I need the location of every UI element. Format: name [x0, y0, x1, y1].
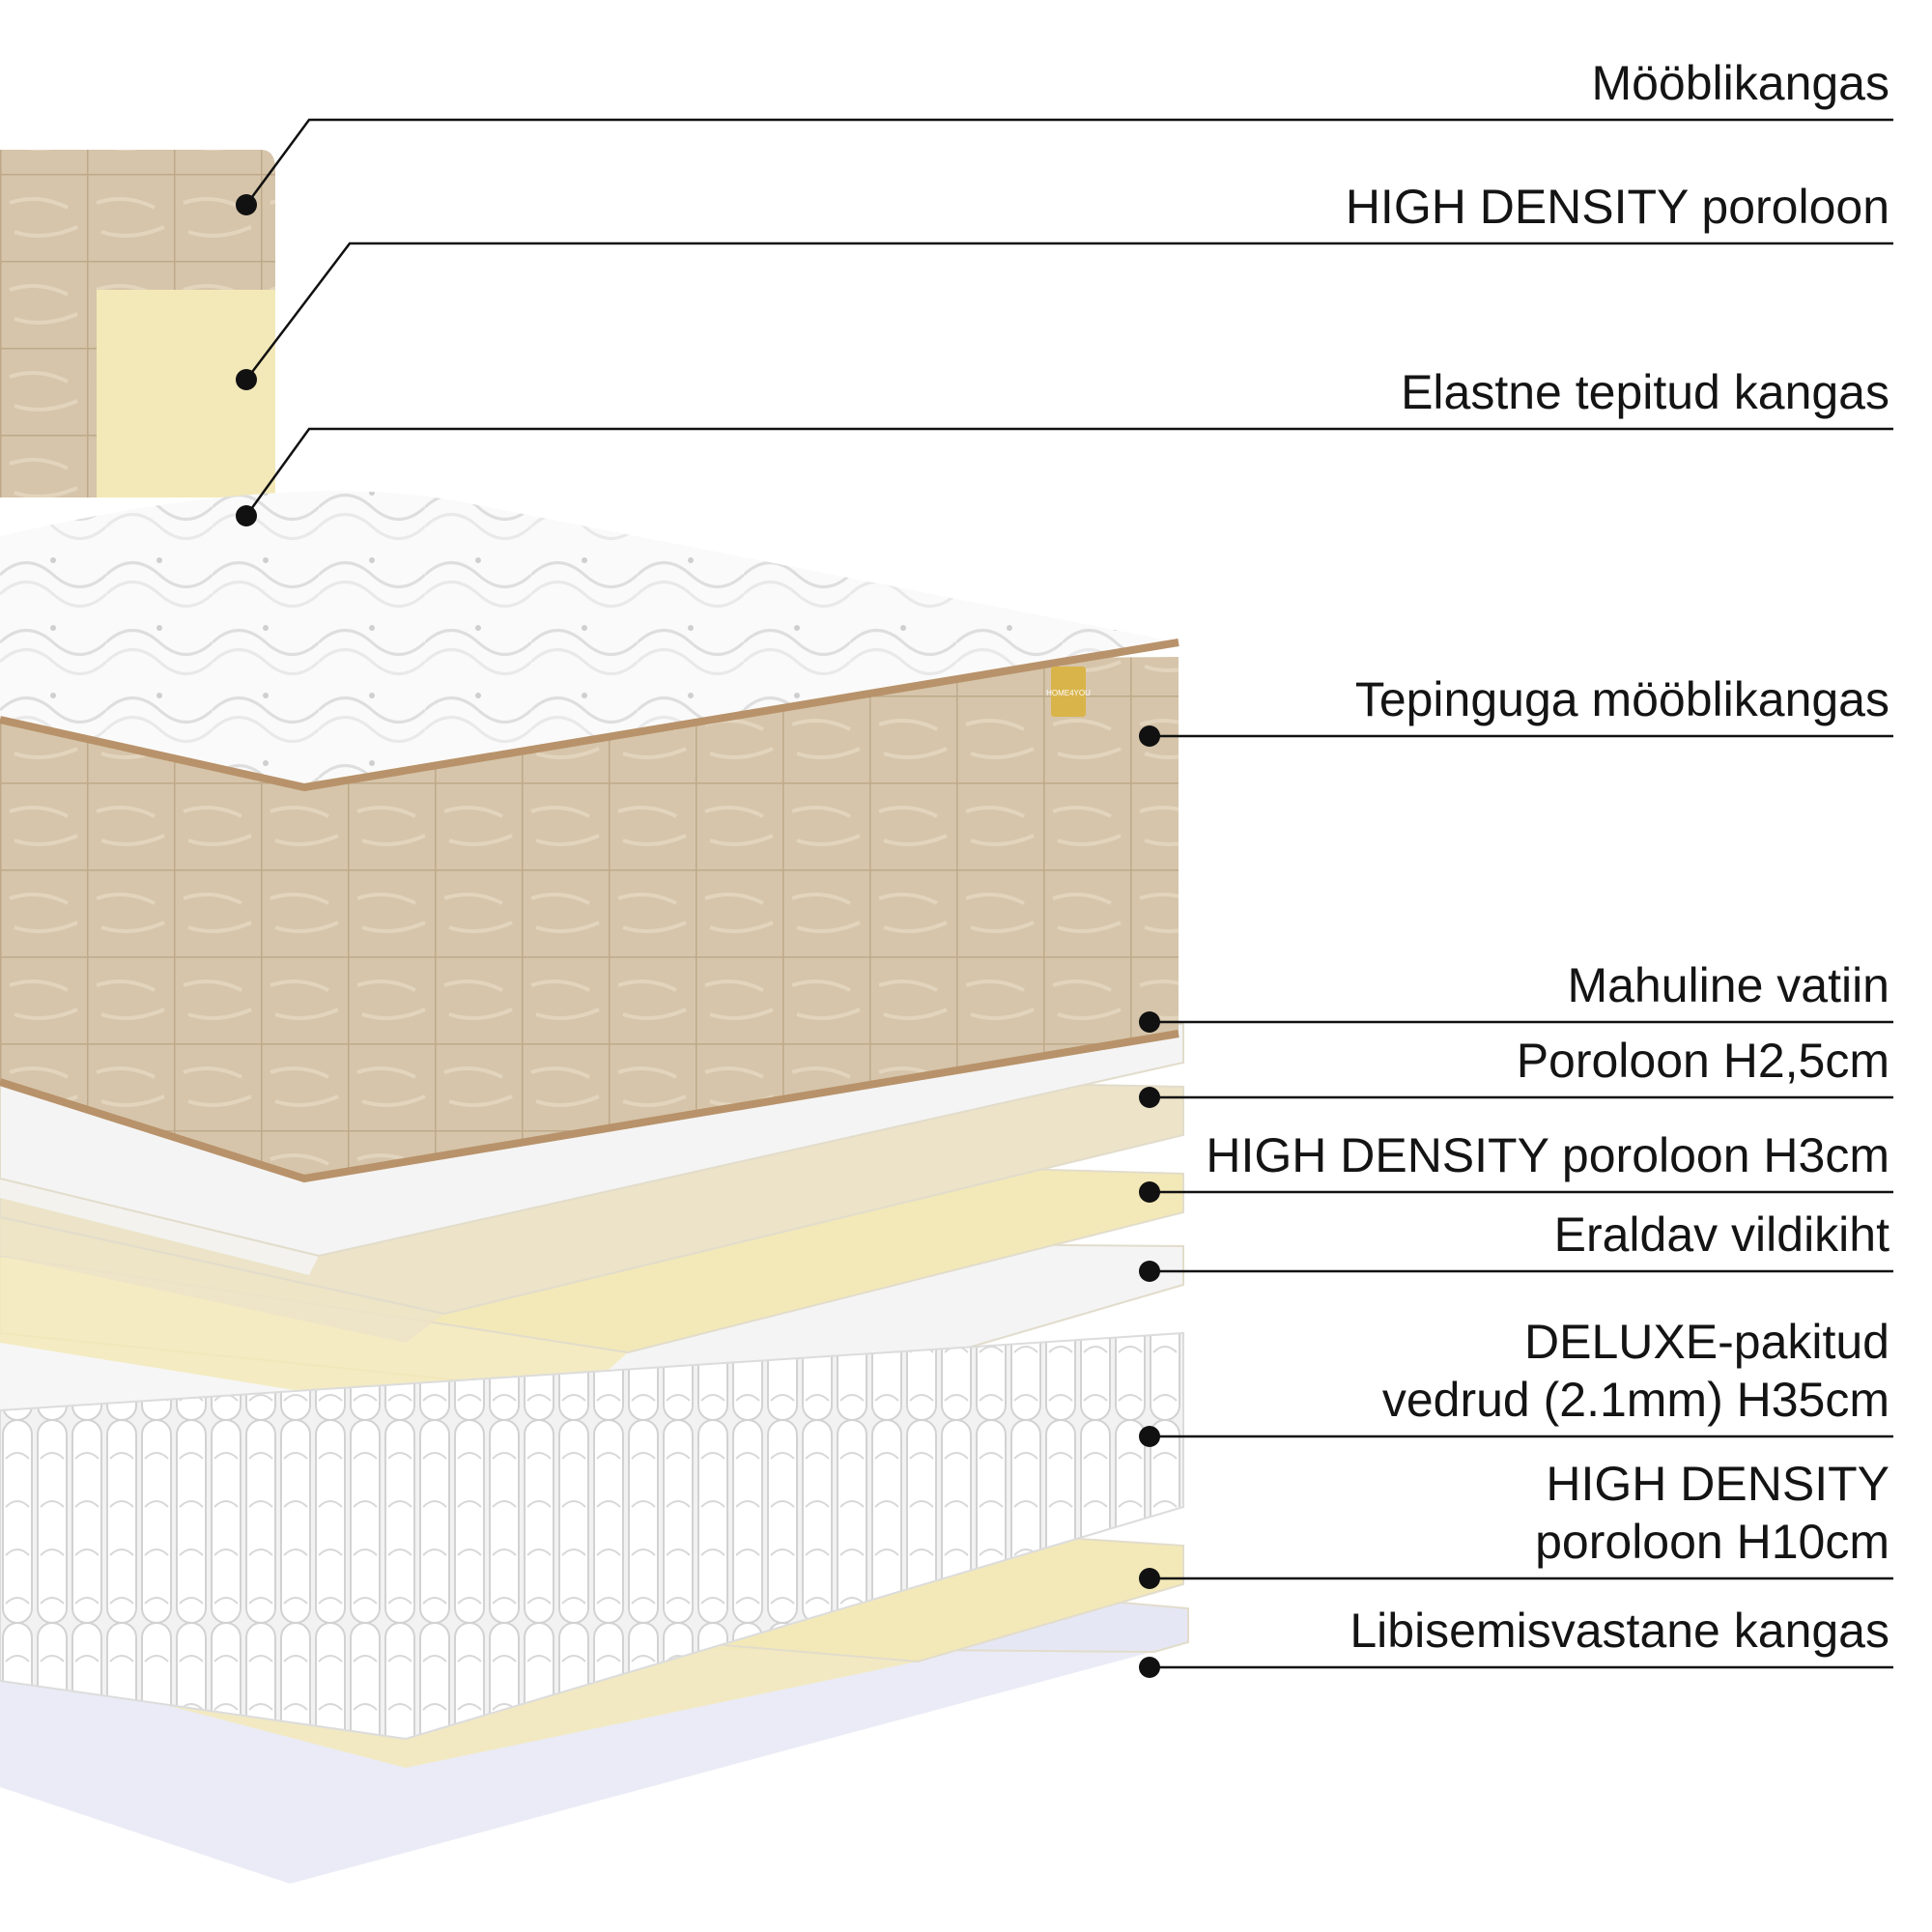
callout-dot-upholstery-fabric: [236, 194, 257, 215]
mattress-quilted-top: [0, 491, 1179, 787]
mattress-artwork: HOME4YOU: [0, 150, 1189, 1884]
callout-dot-quilted-upholstery-fabric: [1139, 725, 1160, 747]
label-elastic-quilted-fabric: Elastne tepitud kangas: [1401, 365, 1889, 419]
label-foam-h25: Poroloon H2,5cm: [1516, 1034, 1889, 1088]
callout-line-headboard-high-density-foam: [245, 242, 1893, 381]
pocket-springs-block: [0, 1331, 1184, 1741]
callout-dot-high-density-foam-h10: [1139, 1568, 1160, 1589]
label-upholstery-fabric: Mööblikangas: [1591, 56, 1889, 110]
callout-dot-pocket-springs: [1139, 1426, 1160, 1447]
mattress-top-piping: [0, 639, 1179, 792]
label-pocket-springs: DELUXE-pakitud vedrud (2.1mm) H35cm: [1381, 1315, 1889, 1427]
label-high-density-foam-h10: HIGH DENSITY poroloon H10cm: [1535, 1457, 1889, 1569]
callout-lines: [236, 118, 1893, 1678]
callout-dot-elastic-quilted-fabric: [236, 505, 257, 526]
callout-dot-foam-h25: [1139, 1087, 1160, 1108]
brand-tag: [1051, 667, 1086, 717]
callout-dot-headboard-high-density-foam: [236, 369, 257, 390]
callout-dot-anti-slip-fabric: [1139, 1657, 1160, 1678]
callout-line-upholstery-fabric: [244, 118, 1893, 206]
headboard-foam-cutout: [97, 290, 275, 497]
callout-dot-separating-felt-layer: [1139, 1261, 1160, 1282]
label-voluminous-wadding: Mahuline vatiin: [1567, 958, 1889, 1012]
label-quilted-upholstery-fabric: Tepinguga mööblikangas: [1354, 672, 1889, 726]
wadding-layer-side: [0, 1179, 319, 1275]
mattress-bottom-piping: [0, 1030, 1179, 1183]
label-separating-felt-layer: Eraldav vildikiht: [1553, 1208, 1889, 1262]
brand-tag-text: HOME4YOU: [1046, 689, 1091, 697]
callout-dot-high-density-foam-h3: [1139, 1181, 1160, 1203]
label-headboard-high-density-foam: HIGH DENSITY poroloon: [1345, 180, 1889, 234]
label-high-density-foam-h3: HIGH DENSITY poroloon H3cm: [1206, 1128, 1889, 1182]
foam-h25-layer-side: [0, 1217, 444, 1343]
callout-dot-voluminous-wadding: [1139, 1011, 1160, 1033]
label-anti-slip-fabric: Libisemisvastane kangas: [1350, 1604, 1889, 1658]
callout-line-elastic-quilted-fabric: [244, 427, 1893, 517]
